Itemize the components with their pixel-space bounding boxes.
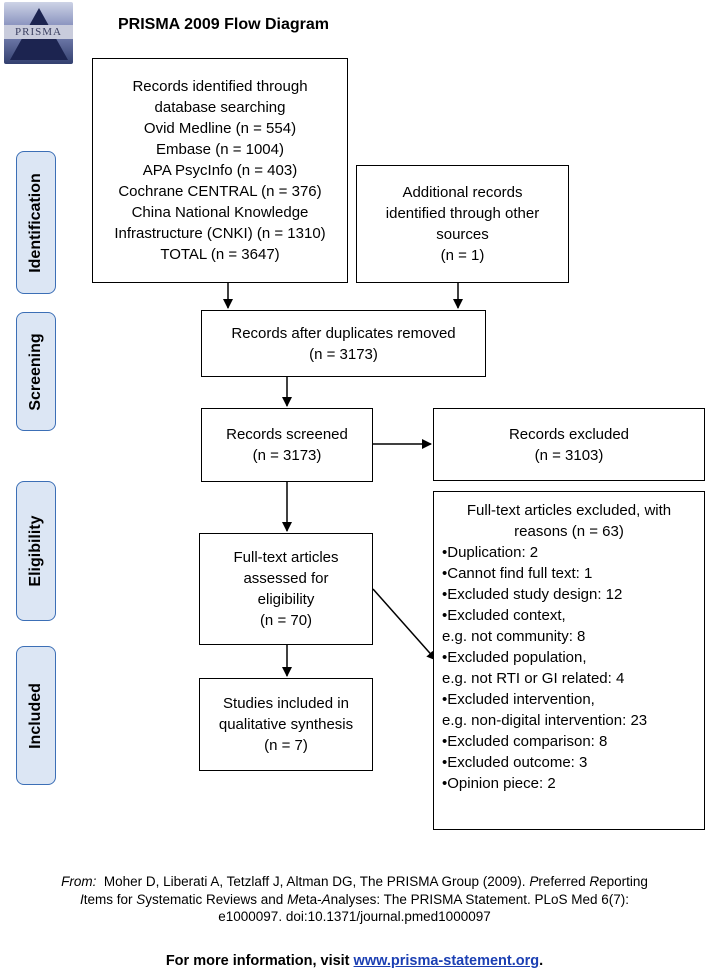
text-line: Cochrane CENTRAL (n = 376) (118, 183, 322, 200)
list-item: •Excluded outcome: 3 (442, 754, 588, 771)
box-fulltext-assessed: Full-text articles assessed for eligibil… (199, 533, 373, 645)
more-info-text: For more information, visit (165, 953, 350, 969)
prisma-logo: PRISMA (4, 2, 73, 64)
text-line: qualitative synthesis (218, 716, 354, 733)
box-duplicates-removed: Records after duplicates removed (n = 31… (201, 310, 486, 377)
text-line: Full-text articles (233, 549, 339, 566)
stage-eligibility: Eligibility (16, 481, 56, 621)
list-item: •Cannot find full text: 1 (442, 565, 593, 582)
text-line: assessed for (243, 570, 329, 587)
text-line: China National Knowledge (131, 204, 309, 221)
stage-included: Included (16, 646, 56, 785)
citation-line-3: e1000097. doi:10.1371/journal.pmed100009… (218, 909, 491, 924)
box-other-sources: Additional records identified through ot… (356, 165, 569, 283)
citation-word: eta- (298, 891, 322, 907)
text-line: Records excluded (508, 425, 630, 443)
list-item: •Opinion piece: 2 (442, 775, 556, 792)
more-info-footer: For more information, visit www.prisma-s… (0, 953, 709, 969)
text-line: Records screened (226, 426, 348, 443)
text-line: reasons (n = 63) (514, 523, 624, 540)
arrow-fulltext-to-excluded (372, 588, 437, 661)
stage-identification: Identification (16, 151, 56, 294)
prisma-website-link[interactable]: www.prisma-statement.org (353, 953, 540, 969)
citation-word: tems for (83, 891, 133, 907)
citation-word: referred (538, 874, 586, 889)
text-line: sources (436, 226, 489, 243)
citation-line-1: From: Moher D, Liberati A, Tetzlaff J, A… (0, 873, 709, 891)
list-item: •Excluded intervention, (442, 691, 595, 708)
text-line: Infrastructure (CNKI) (n = 1310) (114, 225, 326, 242)
exclusion-reasons-list: •Duplication: 2 •Cannot find full text: … (434, 542, 647, 794)
text-line: (n = 3103) (534, 446, 604, 464)
list-item: •Excluded context, (442, 607, 566, 624)
text-line: (n = 3173) (309, 345, 378, 363)
text-line: (n = 1) (440, 247, 485, 264)
box-records-excluded: Records excluded (n = 3103) (433, 408, 705, 481)
box-records-screened: Records screened (n = 3173) (201, 408, 373, 482)
citation-authors: Moher D, Liberati A, Tetzlaff J, Altman … (103, 874, 526, 889)
text-line: identified through other (385, 205, 540, 222)
more-info-period: . (539, 953, 544, 969)
list-item: •Excluded study design: 12 (442, 586, 623, 603)
text-line: eligibility (257, 591, 315, 608)
citation-initial: A (321, 891, 331, 907)
list-item: •Excluded comparison: 8 (442, 733, 608, 750)
text-line: (n = 70) (259, 612, 313, 629)
text-line: (n = 3173) (252, 447, 322, 464)
text-line: Records after duplicates removed (231, 324, 456, 342)
citation-initial: M (287, 891, 299, 907)
diagram-title: PRISMA 2009 Flow Diagram (118, 16, 330, 33)
text-line: Ovid Medline (n = 554) (143, 120, 297, 137)
text-line: Additional records (402, 184, 523, 201)
citation-initial: P (529, 874, 539, 889)
text-line: TOTAL (n = 3647) (160, 246, 280, 263)
list-item: e.g. not community: 8 (442, 628, 586, 645)
logo-text: PRISMA (4, 25, 73, 39)
stage-screening: Screening (16, 312, 56, 431)
citation-from-label: From: (61, 874, 97, 889)
text-line: database searching (154, 99, 286, 116)
text-line: Embase (n = 1004) (156, 141, 284, 158)
citation-initial: I (79, 891, 84, 907)
citation-initial: S (136, 891, 146, 907)
citation-initial: R (589, 874, 600, 889)
citation: From: Moher D, Liberati A, Tetzlaff J, A… (0, 873, 709, 926)
text-line: Full-text articles excluded, with (466, 502, 672, 519)
text-line: Studies included in (223, 695, 349, 712)
citation-word: eporting (599, 874, 648, 889)
list-item: •Excluded population, (442, 649, 587, 666)
box-studies-included: Studies included in qualitative synthesi… (199, 678, 373, 771)
text-line: (n = 7) (264, 737, 308, 754)
citation-line-2: Items for Systematic Reviews and Meta-An… (0, 891, 709, 909)
list-item: e.g. not RTI or GI related: 4 (442, 670, 625, 687)
citation-word: ystematic Reviews and (145, 891, 284, 907)
text-line: Records identified through (132, 78, 308, 95)
list-item: •Duplication: 2 (442, 544, 539, 561)
box-database-search: Records identified through database sear… (92, 58, 348, 283)
list-item: e.g. non-digital intervention: 23 (442, 712, 648, 729)
citation-word: nalyses: The PRISMA Statement. PLoS Med … (330, 891, 630, 907)
text-line: APA PsycInfo (n = 403) (142, 162, 298, 179)
box-fulltext-excluded: Full-text articles excluded, with reason… (433, 491, 705, 830)
